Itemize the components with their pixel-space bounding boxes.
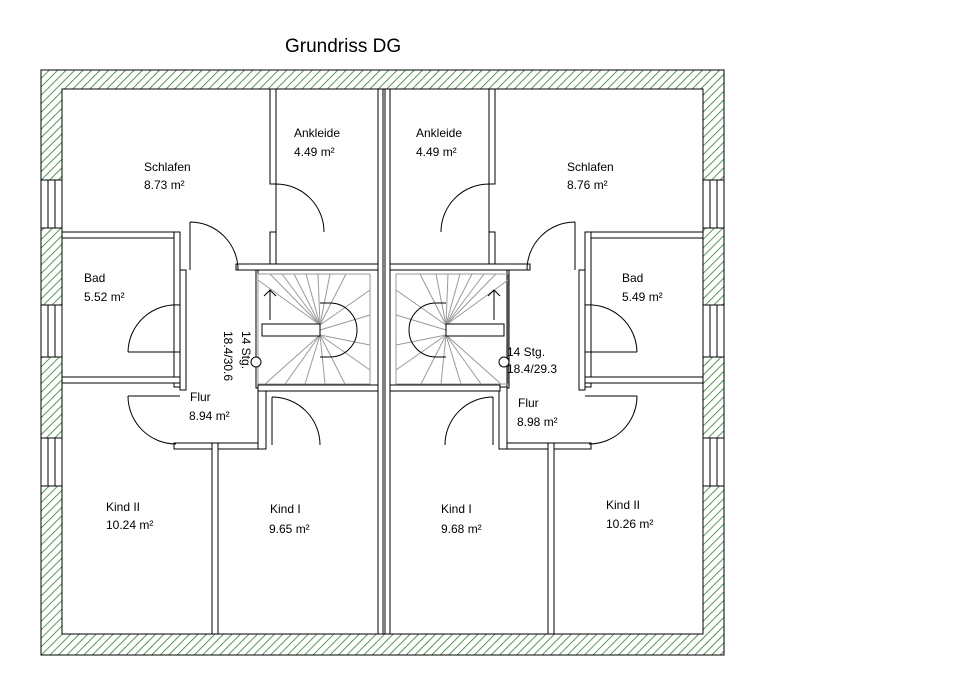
room-area-bad-right: 5.49 m² <box>622 290 663 304</box>
room-name-bad-left: Bad <box>84 271 105 285</box>
plan-title: Grundriss DG <box>285 36 401 57</box>
party-wall <box>377 88 384 635</box>
door-swing <box>127 183 325 446</box>
room-name-schlafen-right: Schlafen <box>567 160 614 174</box>
room-area-kind1-left: 9.65 m² <box>269 522 310 536</box>
interior-walls-right <box>389 88 704 635</box>
room-name-ankleide-left: Ankleide <box>294 126 340 140</box>
room-name-kind1-right: Kind I <box>441 502 472 516</box>
door-swing <box>440 183 638 446</box>
room-area-flur-left: 8.94 m² <box>189 409 230 423</box>
room-area-bad-left: 5.52 m² <box>84 290 125 304</box>
room-area-flur-right: 8.98 m² <box>517 415 558 429</box>
room-name-schlafen-left: Schlafen <box>144 160 191 174</box>
stair-rise-run-right: 18.4/29.3 <box>507 362 557 376</box>
stair-rise-run-left: 18.4/30.6 <box>221 331 235 381</box>
room-area-ankleide-left: 4.49 m² <box>294 145 335 159</box>
room-name-kind2-right: Kind II <box>606 498 640 512</box>
room-area-ankleide-right: 4.49 m² <box>416 145 457 159</box>
room-name-flur-left: Flur <box>190 390 211 404</box>
room-area-schlafen-left: 8.73 m² <box>144 178 185 192</box>
stair-steps-left: 14 Stg. <box>239 331 253 369</box>
window <box>702 179 725 487</box>
room-name-ankleide-right: Ankleide <box>416 126 462 140</box>
interior-walls-left <box>61 88 379 635</box>
room-area-schlafen-right: 8.76 m² <box>567 178 608 192</box>
room-name-bad-right: Bad <box>622 271 643 285</box>
room-name-kind1-left: Kind I <box>270 502 301 516</box>
room-name-flur-right: Flur <box>518 396 539 410</box>
stairs-left <box>250 273 371 385</box>
stair-steps-right: 14 Stg. <box>507 345 545 359</box>
stairs-right <box>395 273 510 385</box>
room-area-kind2-right: 10.26 m² <box>606 517 653 531</box>
room-area-kind2-left: 10.24 m² <box>106 518 153 532</box>
room-name-kind2-left: Kind II <box>106 500 140 514</box>
window <box>40 179 63 487</box>
party-wall <box>384 88 391 635</box>
room-area-kind1-right: 9.68 m² <box>441 522 482 536</box>
